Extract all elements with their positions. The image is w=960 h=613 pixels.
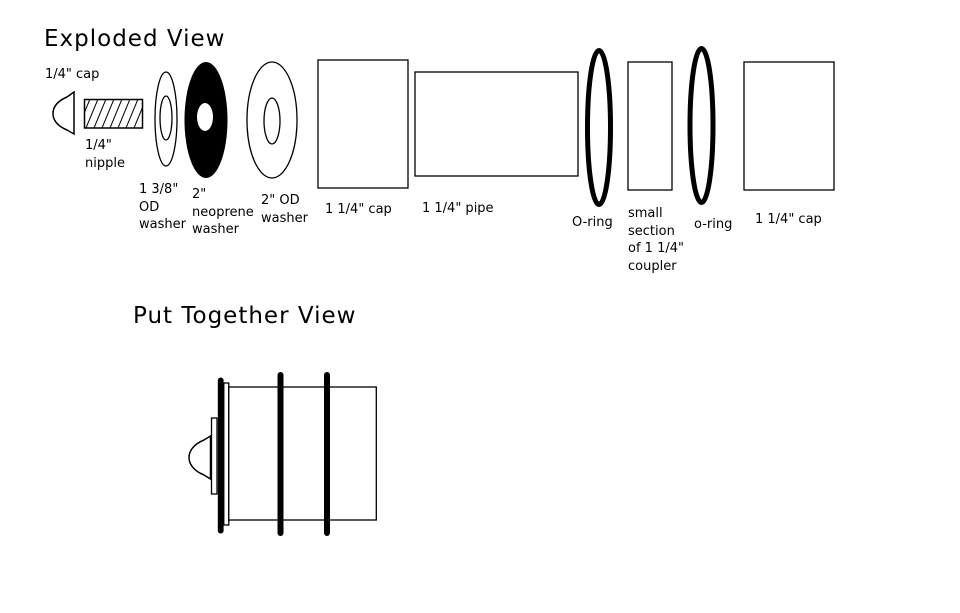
label-quarter-cap: 1/4" cap — [45, 67, 100, 82]
label-line: washer — [192, 222, 239, 237]
label-line: coupler — [628, 258, 677, 274]
assembled-neoprene-washer-shape — [217, 377, 224, 534]
label-line: washer — [139, 217, 186, 232]
washer-1-3-8-shape — [154, 71, 178, 167]
label-line: 2" — [192, 187, 207, 202]
label-line: 2" OD — [261, 193, 300, 208]
washer-2-od-shape — [246, 61, 298, 179]
quarter-cap-shape — [52, 90, 75, 136]
label-line: section — [628, 223, 675, 239]
neoprene-washer-shape — [184, 62, 228, 178]
label-line: nipple — [85, 155, 125, 171]
label-line: 1/4" — [85, 138, 112, 153]
assembled-washer-1-3-8-shape — [210, 417, 218, 495]
pipe-1-1-4-shape — [414, 71, 579, 177]
label-cap-1-1-4-right: 1 1/4" cap — [755, 212, 822, 227]
label-line: of 1 1/4" — [628, 241, 684, 256]
label-line: neoprene — [192, 204, 254, 220]
label-line: OD — [139, 199, 160, 215]
label-washer-2-od: 2" OD washer — [261, 192, 308, 227]
coupler-section-shape — [627, 61, 673, 191]
cap-1-1-4-right-shape — [743, 61, 835, 191]
nipple-shape — [83, 98, 144, 129]
label-line: washer — [261, 210, 308, 226]
label-line: 1 3/8" — [139, 182, 179, 197]
label-neoprene-washer: 2" neoprene washer — [192, 186, 254, 239]
label-pipe-1-1-4: 1 1/4" pipe — [422, 201, 494, 216]
o-ring-left-shape — [585, 48, 613, 207]
label-coupler-section: small section of 1 1/4" coupler — [628, 205, 684, 275]
assembled-washer-2-od-shape — [223, 382, 230, 526]
label-line: small — [628, 206, 663, 221]
exploded-view-title: Exploded View — [44, 26, 226, 52]
label-o-ring-right: o-ring — [694, 217, 733, 232]
label-washer-1-3-8: 1 3/8" OD washer — [139, 181, 186, 234]
label-o-ring-left: O-ring — [572, 215, 613, 230]
put-together-view-title: Put Together View — [133, 303, 357, 329]
label-cap-1-1-4-left: 1 1/4" cap — [325, 202, 392, 217]
label-nipple: 1/4" nipple — [85, 137, 125, 172]
o-ring-right-shape — [687, 46, 716, 205]
cap-1-1-4-left-shape — [317, 59, 409, 189]
assembled-cap-shape — [188, 434, 212, 481]
assembled-body-shape — [228, 386, 377, 521]
